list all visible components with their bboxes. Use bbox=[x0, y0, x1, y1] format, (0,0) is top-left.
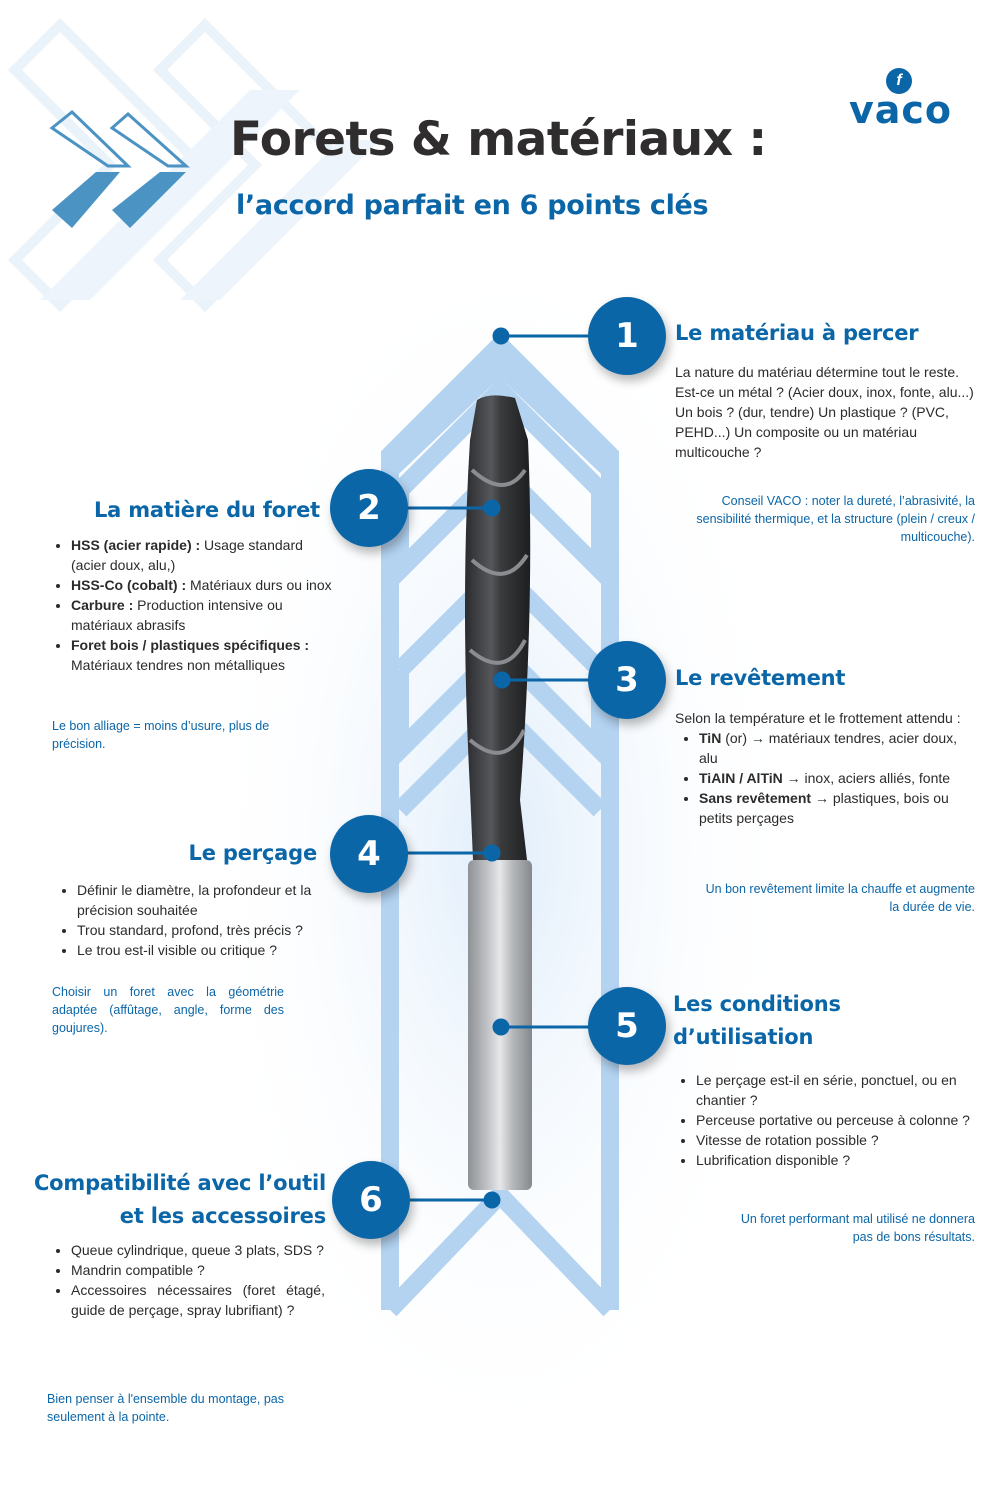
point-2-title: La matière du foret bbox=[93, 498, 320, 522]
list-item: Le perçage est-il en série, ponctuel, ou… bbox=[696, 1070, 972, 1110]
page-subtitle: l’accord parfait en 6 points clés bbox=[236, 190, 709, 221]
list-item: Perceuse portative ou perceuse à colonne… bbox=[696, 1110, 972, 1130]
list-item: Mandrin compatible ? bbox=[71, 1260, 325, 1280]
point-5-badge: 5 bbox=[588, 987, 666, 1065]
point-2-tip: Le bon alliage = moins d’usure, plus de … bbox=[52, 719, 270, 751]
point-2-body: HSS (acier rapide) : Usage standard (aci… bbox=[52, 535, 337, 675]
point-5-tip: Un foret performant mal utilisé ne donne… bbox=[740, 1212, 975, 1244]
vaco-badge-icon: f bbox=[886, 68, 912, 94]
list-item: HSS (acier rapide) : Usage standard (aci… bbox=[71, 535, 337, 575]
point-4-tip: Choisir un foret avec la géométrie adapt… bbox=[52, 985, 284, 1035]
point-6-tip: Bien penser à l'ensemble du montage, pas… bbox=[47, 1392, 284, 1424]
list-item: Carbure : Production intensive ou matéri… bbox=[71, 595, 337, 635]
list-item: Vitesse de rotation possible ? bbox=[696, 1130, 972, 1150]
list-item: Lubrification disponible ? bbox=[696, 1150, 972, 1170]
list-item: HSS-Co (cobalt) : Matériaux durs ou inox bbox=[71, 575, 337, 595]
list-item: Trou standard, profond, très précis ? bbox=[77, 920, 338, 940]
point-5-title: Les conditions d’utilisation bbox=[673, 992, 841, 1049]
point-3-badge: 3 bbox=[588, 641, 666, 719]
point-1-tip: Conseil VACO : noter la dureté, l’abrasi… bbox=[696, 494, 975, 544]
list-item: Foret bois / plastiques spécifiques : Ma… bbox=[71, 635, 337, 675]
point-6-title: Compatibilité avec l’outil et les access… bbox=[33, 1171, 326, 1228]
list-item: TiAIN / AlTiN → inox, aciers alliés, fon… bbox=[699, 768, 975, 788]
point-6-badge: 6 bbox=[332, 1161, 410, 1239]
point-1-paragraph: La nature du matériau détermine tout le … bbox=[675, 364, 960, 380]
point-3-intro: Selon la température et le frottement at… bbox=[675, 710, 961, 726]
list-item: Le trou est-il visible ou critique ? bbox=[77, 940, 338, 960]
list-item: Sans revêtement → plastiques, bois ou pe… bbox=[699, 788, 975, 828]
point-3-tip: Un bon revêtement limite la chauffe et a… bbox=[705, 882, 975, 914]
point-5-body: Le perçage est-il en série, ponctuel, ou… bbox=[677, 1070, 972, 1170]
point-1-body: La nature du matériau détermine tout le … bbox=[675, 362, 975, 462]
point-4-title: Le perçage bbox=[188, 841, 318, 865]
list-item: Queue cylindrique, queue 3 plats, SDS ? bbox=[71, 1240, 325, 1260]
page-title: Forets & matériaux : bbox=[230, 112, 767, 167]
vaco-logo: f vaco bbox=[838, 66, 963, 136]
point-1-paragraph: Est-ce un métal ? (Acier doux, inox, fon… bbox=[675, 384, 974, 460]
list-item: TiN (or) → matériaux tendres, acier doux… bbox=[699, 728, 975, 768]
point-1-title: Le matériau à percer bbox=[675, 321, 919, 345]
point-6-body: Queue cylindrique, queue 3 plats, SDS ? … bbox=[52, 1240, 325, 1320]
point-1-badge: 1 bbox=[588, 297, 666, 375]
list-item: Définir le diamètre, la profondeur et la… bbox=[77, 880, 338, 920]
point-3-body: Selon la température et le frottement at… bbox=[675, 708, 975, 828]
point-4-body: Définir le diamètre, la profondeur et la… bbox=[58, 880, 338, 960]
list-item: Accessoires nécessaires (foret étagé, gu… bbox=[71, 1280, 325, 1320]
point-2-badge: 2 bbox=[330, 469, 408, 547]
point-3-title: Le revêtement bbox=[675, 666, 846, 690]
logo-wordmark: vaco bbox=[848, 88, 953, 132]
chevron-logo-icon bbox=[49, 110, 190, 228]
point-4-badge: 4 bbox=[330, 815, 408, 893]
